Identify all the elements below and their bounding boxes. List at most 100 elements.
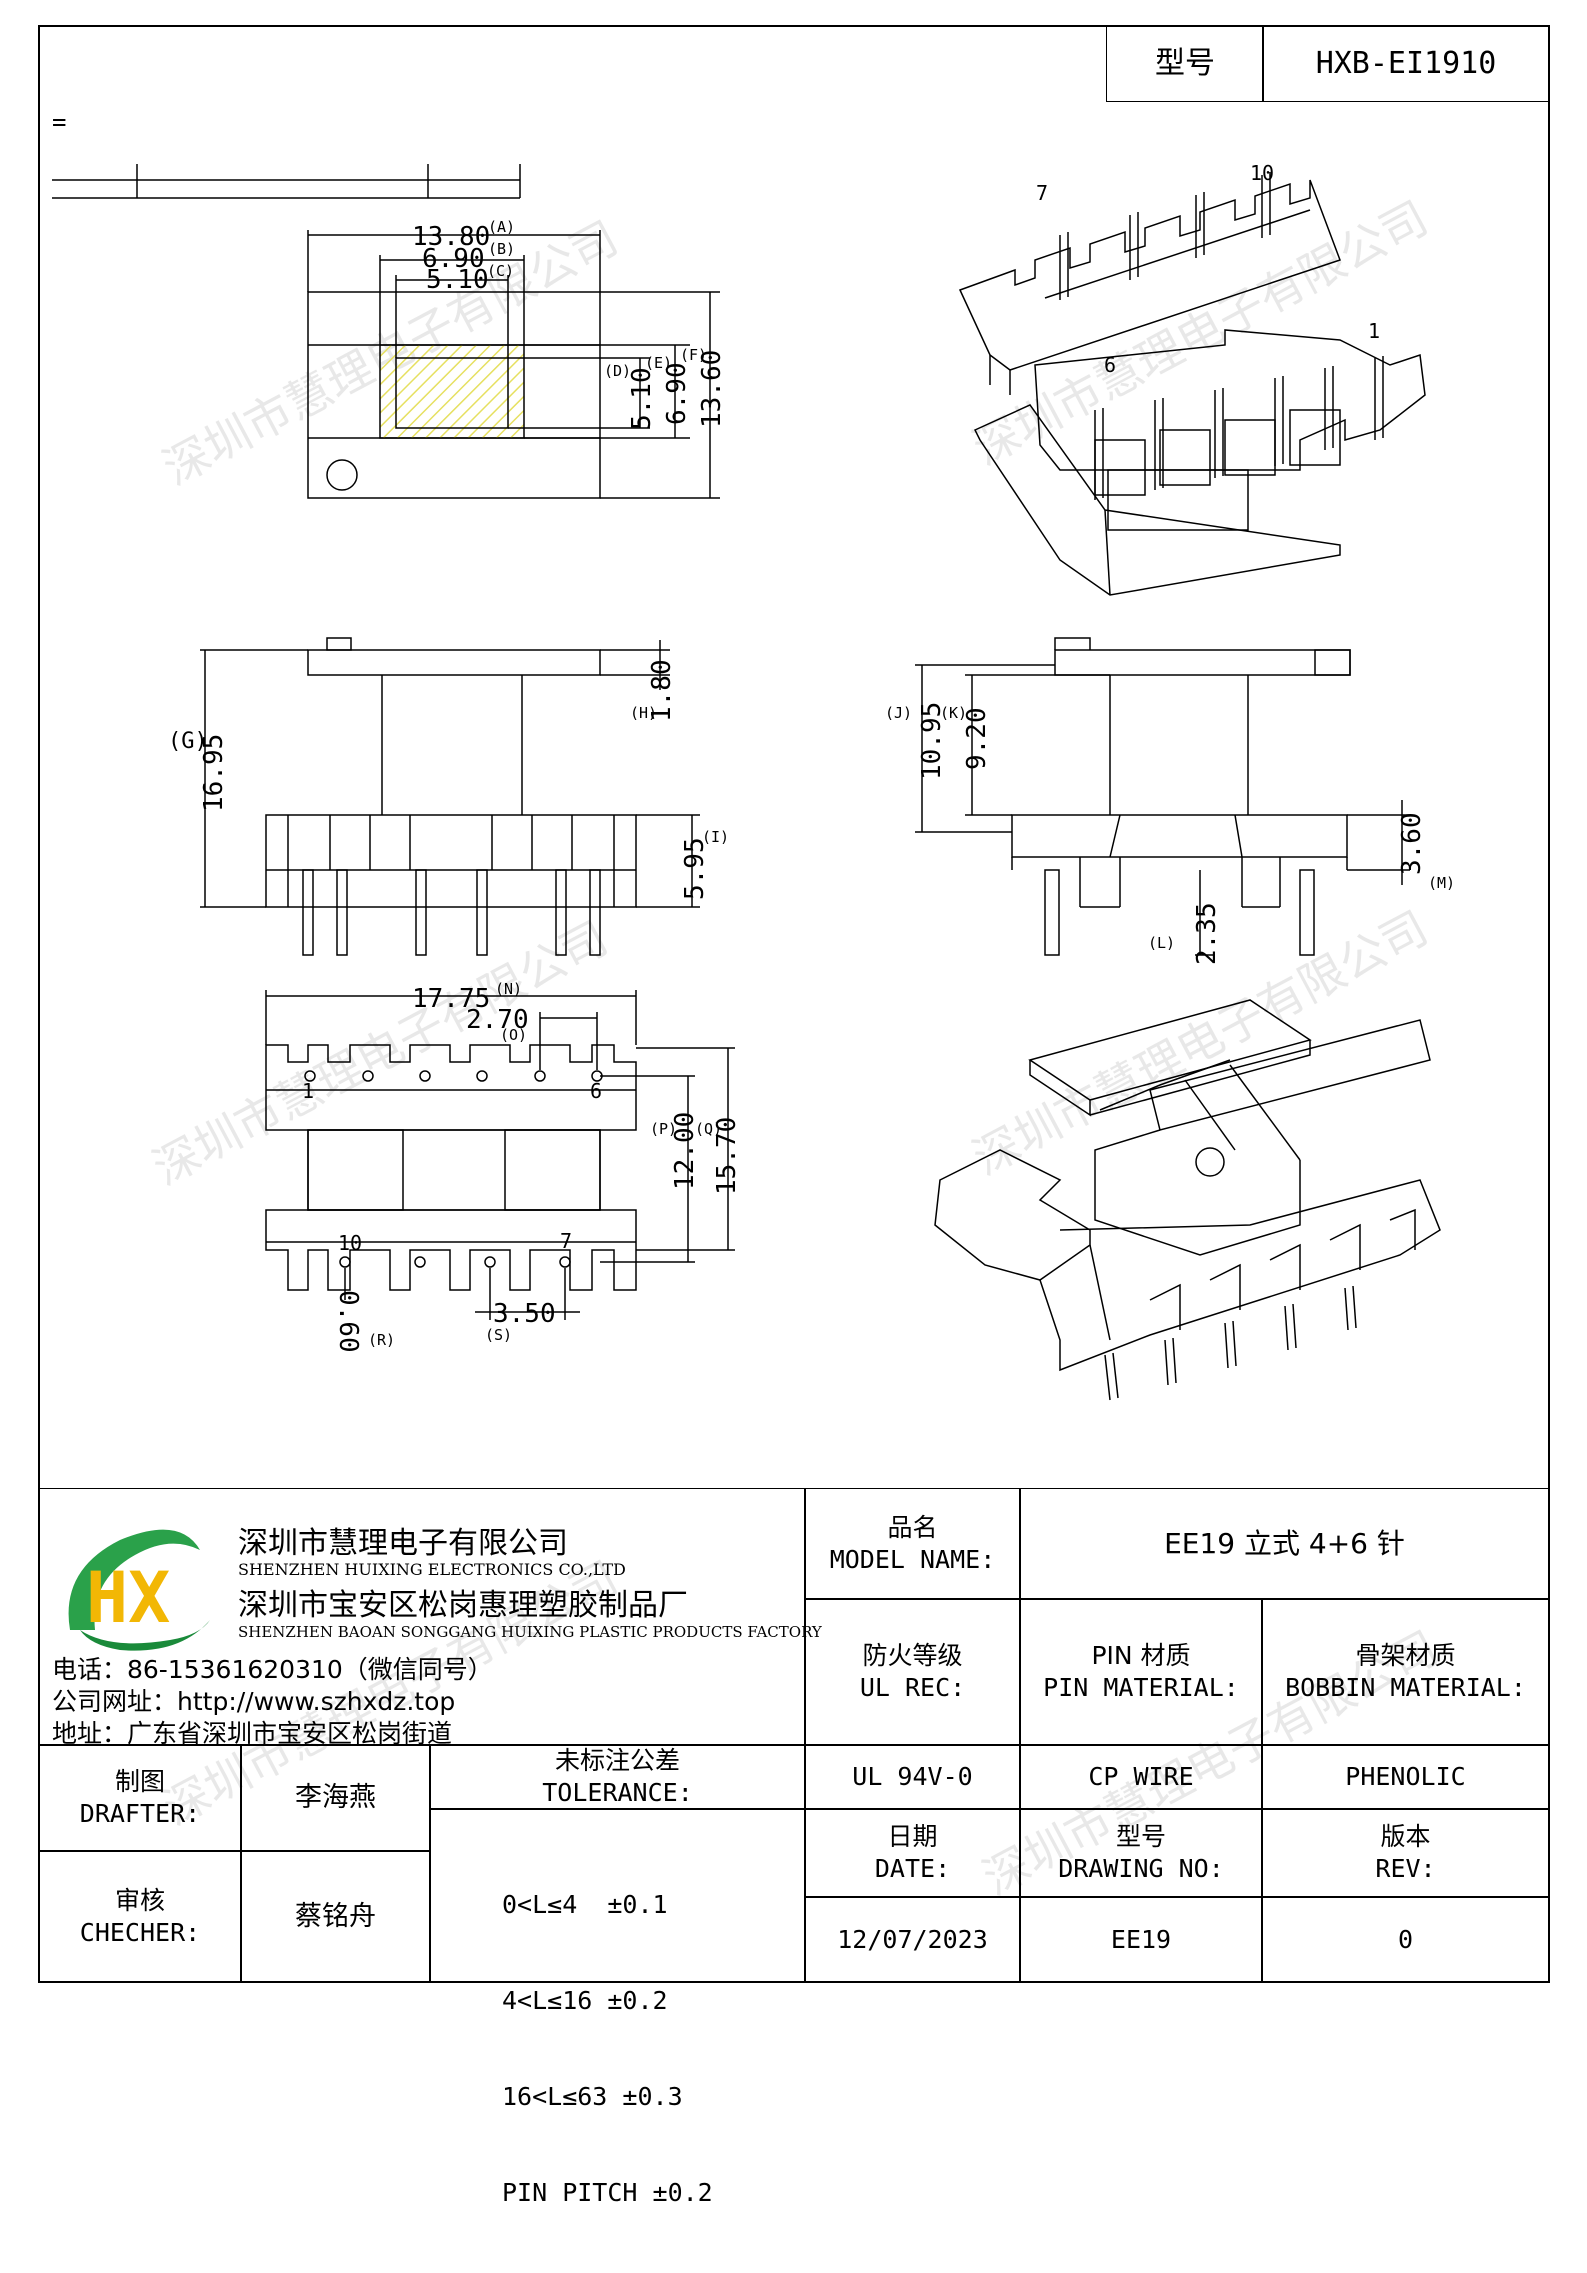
pin-material-en: PIN MATERIAL: [1043,1673,1239,1702]
factory-name-en: SHENZHEN BAOAN SONGGANG HUIXING PLASTIC … [238,1623,822,1641]
ul-value-cell: UL 94V-0 [804,1744,1021,1810]
isometric-bottom-view [934,999,1441,1401]
dim-i-tag: (I) [702,828,729,846]
ul-value: UL 94V-0 [852,1762,973,1791]
factory-name-cn: 深圳市宝安区松岗惠理塑胶制品厂 [238,1588,688,1623]
checker-cn: 审核 [114,1885,165,1915]
drafter-en: DRAFTER: [79,1799,201,1828]
dim-q-tag: (Q) [695,1120,722,1138]
isometric-top-view [958,172,1426,596]
dim-p: 12.00 [670,1112,700,1190]
logo-text: HX [86,1557,170,1639]
pin-material-value: CP WIRE [1088,1762,1194,1791]
model-name-value-cell: EE19 立式 4+6 针 [1019,1488,1550,1600]
pin-label-10: 10 [338,1231,362,1255]
company-name-en: SHENZHEN HUIXING ELECTRONICS CO.,LTD [238,1560,626,1579]
model-name-en: MODEL NAME: [829,1545,996,1574]
dim-g-tag: (G) [168,729,208,754]
company-cell [38,1488,806,1746]
drawing-no-cn: 型号 [1115,1822,1166,1851]
dim-o: 2.70 [466,1005,529,1035]
model-name-cn: 品名 [887,1513,938,1542]
dim-a: 13.80 [412,222,490,252]
pin-material-cn: PIN 材质 [1091,1641,1191,1670]
header-model-value: HXB-EI1910 [1315,45,1497,81]
bobbin-material-cn: 骨架材质 [1355,1641,1456,1670]
ul-en: UL REC: [859,1673,966,1702]
dim-f: 13.60 [697,350,727,428]
dim-l: 2.35 [1192,902,1222,965]
dim-j: 10.95 [917,702,947,780]
rev-value: 0 [1397,1924,1414,1954]
dim-k: 9.20 [962,707,992,770]
drafter-value-cell: 李海燕 [240,1744,431,1852]
dim-c-tag: (C) [487,262,514,280]
tolerance-row: 16<L≤63 ±0.3 [502,2082,683,2111]
dim-s: 3.50 [493,1299,556,1329]
company-logo: HX [50,1510,215,1660]
drawing-no-label-cell: 型号 DRAWING NO: [1019,1808,1263,1898]
pin-label-7: 7 [560,1229,572,1253]
bobbin-material-value: PHENOLIC [1345,1762,1466,1791]
dim-h-tag: (H) [630,704,657,722]
model-name-label-cell: 品名 MODEL NAME: [804,1488,1021,1600]
rev-label-cell: 版本 REV: [1261,1808,1550,1898]
date-label-cell: 日期 DATE: [804,1808,1021,1898]
dim-e-tag: (E) [645,354,672,372]
dim-a-tag: (A) [488,218,515,236]
dim-e: 6.90 [662,362,692,425]
checker-en: CHECHER: [79,1917,201,1947]
top-view [307,230,720,499]
pin-label-6: 6 [590,1079,602,1103]
dim-q: 15.70 [712,1117,742,1195]
pin-label-1: 1 [302,1079,314,1103]
drafter-value: 李海燕 [295,1782,376,1813]
iso-pin-10: 10 [1250,161,1274,185]
drawing-no-value-cell: EE19 [1019,1896,1263,1983]
tolerance-row: 4<L≤16 ±0.2 [502,1986,668,2015]
tolerance-label-cell: 未标注公差 TOLERANCE: [429,1744,806,1810]
tolerance-row: 0<L≤4 ±0.1 [502,1890,668,1919]
ul-cn: 防火等级 [862,1641,963,1670]
dim-p-tag: (P) [650,1120,677,1138]
bobbin-material-value-cell: PHENOLIC [1261,1744,1550,1810]
drawing-no-en: DRAWING NO: [1058,1854,1224,1883]
header-model-value-cell: HXB-EI1910 [1262,25,1550,102]
rev-en: REV: [1375,1854,1436,1883]
tolerance-row: PIN PITCH ±0.2 [502,2178,713,2207]
dim-f-tag: (F) [680,346,707,364]
stray-mark: = [52,108,67,136]
date-value: 12/07/2023 [837,1924,988,1954]
dim-r: 0.60 [333,1290,363,1353]
iso-pin-1: 1 [1368,319,1380,343]
drafter-cn: 制图 [114,1767,165,1796]
dim-l-tag: (L) [1148,934,1175,952]
dim-d-tag: (D) [604,362,631,380]
dim-m-tag: (M) [1428,874,1455,892]
dim-b-tag: (B) [488,240,515,258]
dim-j-tag: (J) [885,704,912,722]
tolerance-cn: 未标注公差 [554,1746,680,1775]
bobbin-material-en: BOBBIN MATERIAL: [1285,1673,1526,1702]
end-view [915,637,1410,956]
iso-pin-6: 6 [1104,353,1116,377]
drafter-label-cell: 制图 DRAFTER: [38,1744,242,1852]
checker-label-cell: 审核 CHECHER: [38,1850,242,1983]
checker-value: 蔡铭舟 [295,1900,376,1932]
dim-k-tag: (K) [940,704,967,722]
company-phone: 电话：86-15361620310（微信同号） [52,1655,493,1684]
bobbin-material-label-cell: 骨架材质 BOBBIN MATERIAL: [1261,1598,1550,1746]
date-en: DATE: [874,1854,951,1883]
dim-n: 17.75 [412,984,490,1014]
dim-r-tag: (R) [368,1331,395,1349]
dim-i: 5.95 [680,837,710,900]
company-website: 公司网址：http://www.szhxdz.top [52,1687,456,1716]
dim-d: 5.10 [627,367,657,430]
tolerance-list-cell: 0<L≤4 ±0.1 4<L≤16 ±0.2 16<L≤63 ±0.3 PIN … [429,1808,806,2207]
dim-c: 5.10 [426,265,489,295]
strip-view [52,164,521,199]
header-model-label-cell: 型号 [1106,25,1264,102]
dim-h: 1.80 [647,659,677,722]
technical-drawing: 13.80 (A) 6.90 (B) 5.10 (C) (D) (E) (F) … [52,161,1455,1401]
bottom-view [265,990,735,1320]
